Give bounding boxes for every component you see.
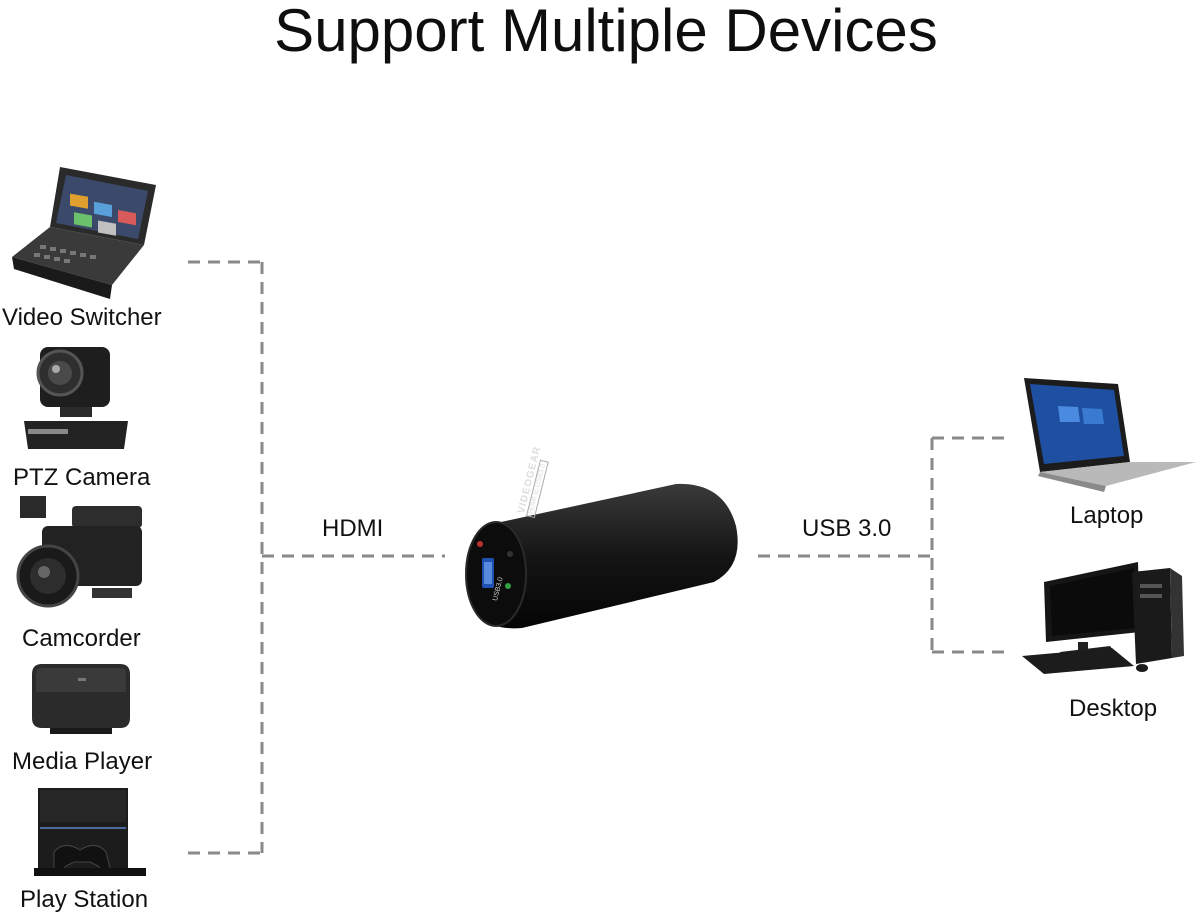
usb-label: USB 3.0 xyxy=(802,515,892,542)
desktop-icon xyxy=(1020,560,1192,678)
hdmi-label: HDMI xyxy=(322,515,384,542)
target-label-desktop: Desktop xyxy=(1069,695,1158,722)
source-label-camcorder: Camcorder xyxy=(22,625,141,652)
ptz-camera-icon xyxy=(20,345,132,453)
camcorder-icon xyxy=(12,496,147,616)
laptop-icon xyxy=(1018,376,1198,496)
media-player-icon xyxy=(30,662,132,738)
source-label-media-player: Media Player xyxy=(12,748,153,775)
source-label-video-switcher: Video Switcher xyxy=(2,304,162,331)
play-station-icon xyxy=(32,786,150,878)
source-label-ptz-camera: PTZ Camera xyxy=(13,464,151,491)
video-switcher-icon xyxy=(10,165,160,305)
page-title: Support Multiple Devices xyxy=(274,0,938,64)
capture-card-device: VIDEOGEAR HDMI to USB3.0 USB3.0 xyxy=(462,445,742,634)
source-label-play-station: Play Station xyxy=(20,886,149,913)
target-label-laptop: Laptop xyxy=(1070,502,1144,529)
